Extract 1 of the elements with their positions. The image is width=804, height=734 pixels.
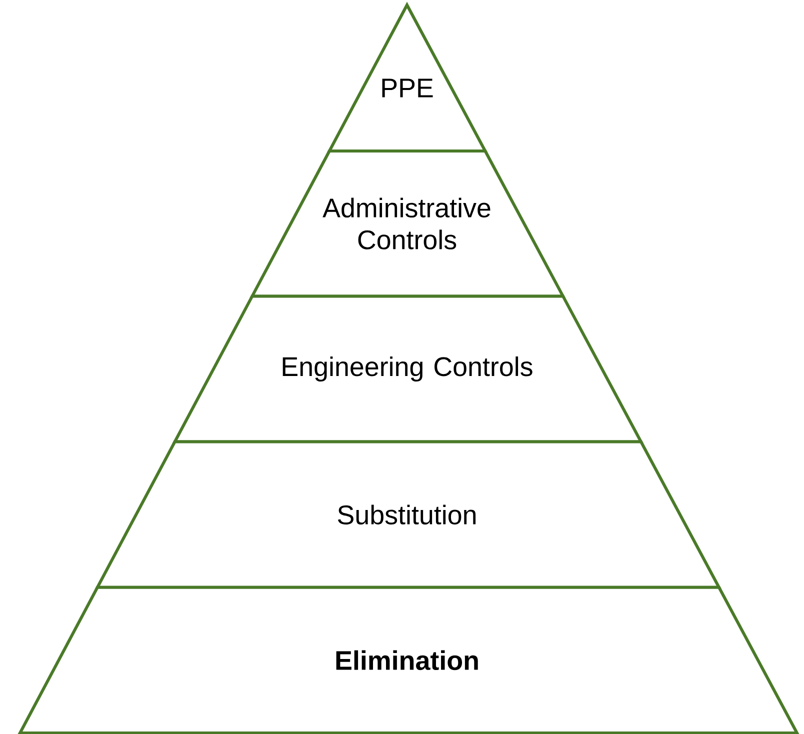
node-label: Elimination [336, 650, 478, 670]
